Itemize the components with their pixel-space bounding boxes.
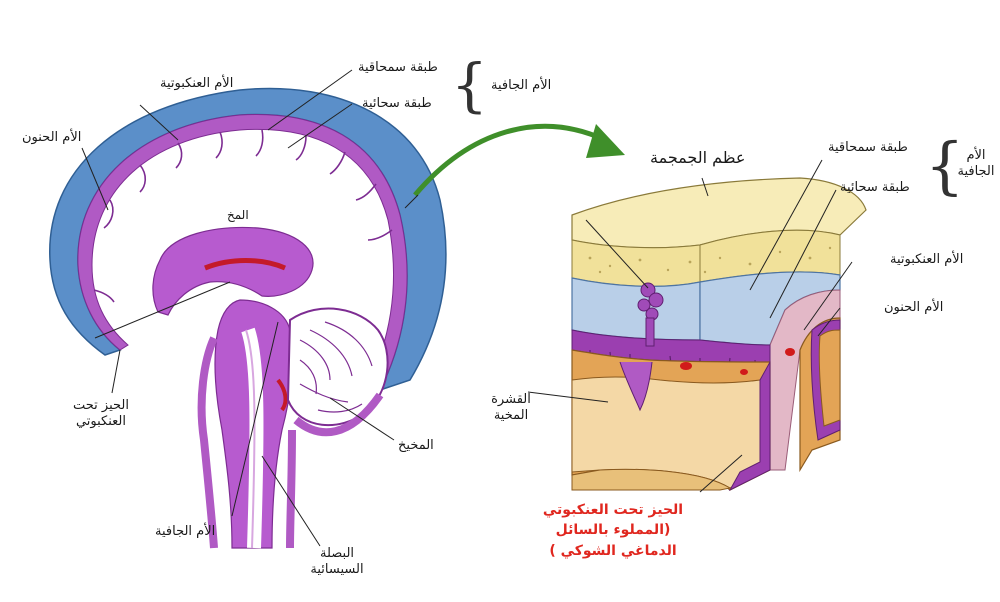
label-meningeal-left: طبقة سحائية xyxy=(362,96,432,112)
curly-brace-icon: { xyxy=(451,56,488,114)
label-dura-right: الأم الجافية xyxy=(954,148,998,181)
label-medulla: البصلة السيسائية xyxy=(306,546,368,579)
label-pia-right: الأم الحنون xyxy=(884,300,943,316)
dura-layer xyxy=(572,278,700,340)
label-cerebrum: المخ xyxy=(227,208,249,223)
label-meningeal-right: طبقة سحائية xyxy=(840,180,910,196)
label-arachnoid-right: الأم العنكبوتية xyxy=(890,252,963,268)
label-periosteal-left: طبقة سمحاقية xyxy=(358,60,438,76)
label-cortex: القشرة المخية xyxy=(484,392,538,425)
tissue-block-illustration xyxy=(528,160,866,492)
label-skull-bone: عظم الجمجمة xyxy=(650,148,745,168)
label-dura-bottom: الأم الجافية xyxy=(155,524,215,540)
brain-section-illustration xyxy=(50,70,446,548)
corpus-callosum xyxy=(153,227,313,315)
label-cerebellum: المخيخ xyxy=(398,438,434,454)
label-subarachnoid-left: الحيز تحت العنكبوتي xyxy=(68,398,134,431)
label-dura-left: الأم الجافية xyxy=(491,78,551,94)
label-periosteal-right: طبقة سمحاقية xyxy=(828,140,908,156)
label-arachnoid-left: الأم العنكبوتية xyxy=(160,76,233,92)
label-pia-left: الأم الحنون xyxy=(22,130,81,146)
label-subarachnoid-right: الحيز تحت العنكبوتي (المملوء بالسائل الد… xyxy=(530,500,696,561)
